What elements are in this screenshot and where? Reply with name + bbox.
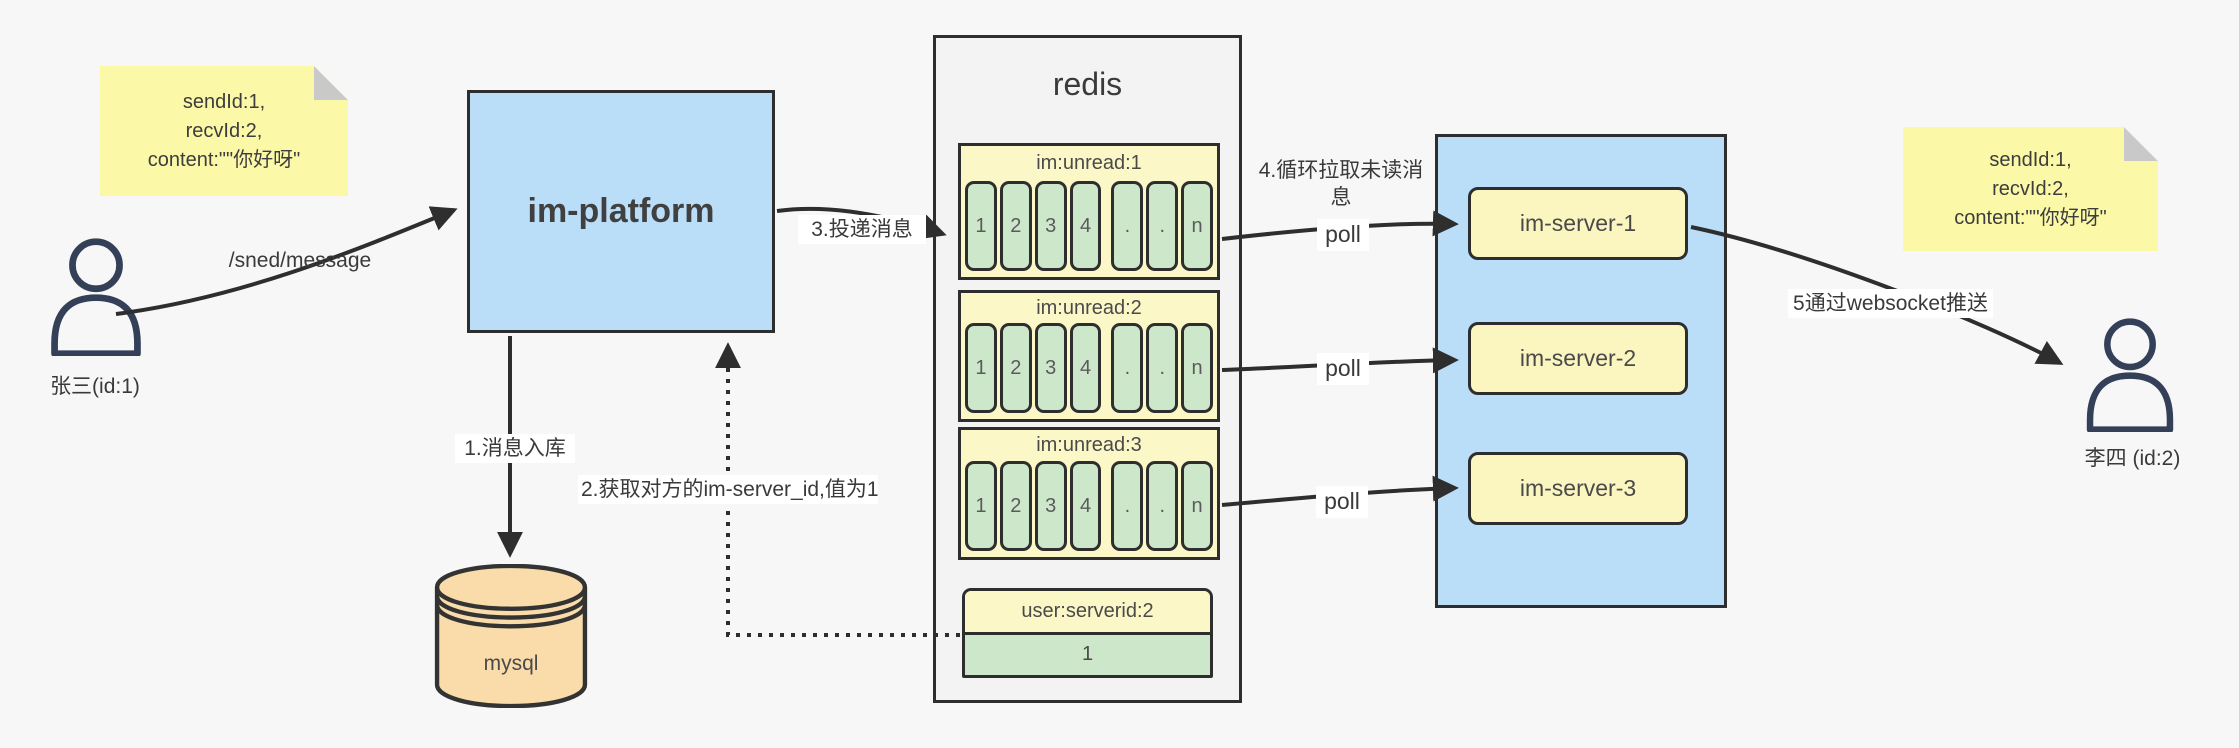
queue-cell: . [1111, 323, 1144, 413]
user-icon [2086, 318, 2174, 432]
im-server-1-box: im-server-1 [1468, 187, 1688, 260]
edge-label-pull: 4.循环拉取未读消 息 [1252, 156, 1430, 213]
edge-label-store: 1.消息入库 [455, 434, 575, 464]
queue-cell: 3 [1034, 323, 1067, 413]
database-icon [434, 564, 588, 708]
queue-cells: 1 2 3 4 . . n [961, 323, 1217, 419]
kv-value: 1 [965, 634, 1210, 675]
kv-user-serverid: user:serverid:2 1 [962, 588, 1213, 678]
queue-cell: 1 [965, 323, 997, 413]
edge-label-poll-1: poll [1317, 219, 1369, 251]
queue-cells: 1 2 3 4 . . n [961, 181, 1217, 277]
note-line: recvId:2, [1992, 177, 2069, 200]
redis-title: redis [1052, 66, 1123, 102]
im-platform-label: im-platform [527, 192, 715, 230]
edge-label-poll-3: poll [1316, 486, 1368, 518]
note-line: sendId:1, [182, 90, 266, 113]
sticky-note-right: sendId:1, recvId:2, content:""你好呀" [1903, 127, 2158, 251]
queue-cell: . [1111, 461, 1144, 551]
note-line: recvId:2, [185, 119, 263, 142]
queue-cell: . [1146, 181, 1179, 271]
im-server-2-label: im-server-2 [1519, 345, 1637, 371]
edge-label-deliver: 3.投递消息 [798, 215, 926, 245]
queue-cell: 2 [999, 181, 1032, 271]
note-line: content:""你好呀" [147, 148, 301, 171]
edge-label-push: 5通过websocket推送 [1788, 289, 1993, 319]
note-line: sendId:1, [1989, 148, 2072, 171]
im-server-1-label: im-server-1 [1519, 210, 1637, 236]
queue-title: im:unread:1 [1036, 152, 1142, 174]
queue-cell: 3 [1034, 181, 1067, 271]
queue-im-unread-1: im:unread:1 1 2 3 4 . . n [958, 143, 1220, 280]
actor-sender-label: 张三(id:1) [50, 375, 140, 398]
queue-cell: 4 [1069, 323, 1102, 413]
im-server-2-box: im-server-2 [1468, 322, 1688, 395]
queue-title: im:unread:2 [1036, 296, 1142, 319]
note-fold-icon [2124, 127, 2158, 161]
note-fold-icon [314, 66, 348, 100]
queue-cell: 2 [999, 461, 1032, 551]
edge-label-poll-2: poll [1317, 353, 1369, 385]
im-platform-box: im-platform [467, 90, 775, 333]
sticky-note-left: sendId:1, recvId:2, content:""你好呀" [100, 66, 348, 196]
user-icon [51, 238, 141, 356]
queue-title: im:unread:3 [1036, 434, 1142, 456]
queue-cell: 3 [1034, 461, 1067, 551]
im-server-3-label: im-server-3 [1519, 475, 1637, 501]
queue-cell: n [1181, 461, 1214, 551]
queue-cell: . [1111, 181, 1144, 271]
queue-cell: n [1181, 181, 1214, 271]
note-line: content:""你好呀" [1954, 206, 2107, 229]
queue-cell: 4 [1069, 461, 1102, 551]
im-server-3-box: im-server-3 [1468, 452, 1688, 525]
kv-key: user:serverid:2 [965, 591, 1210, 635]
edge-label-fetch: 2.获取对方的im-server_id,值为1 [578, 475, 879, 505]
edge-label-pull-line2: 息 [1330, 186, 1352, 210]
queue-im-unread-3: im:unread:3 1 2 3 4 . . n [958, 427, 1220, 560]
queue-im-unread-2: im:unread:2 1 2 3 4 . . n [958, 290, 1220, 422]
edge-label-pull-line1: 4.循环拉取未读消 [1258, 159, 1424, 182]
mysql-label: mysql [483, 652, 539, 675]
queue-cell: . [1146, 323, 1179, 413]
edge-label-send: /sned/message [228, 249, 372, 272]
queue-cell: 1 [965, 181, 997, 271]
queue-cell: 1 [965, 461, 997, 551]
queue-cell: n [1181, 323, 1214, 413]
queue-cell: 4 [1069, 181, 1102, 271]
queue-cell: . [1146, 461, 1179, 551]
queue-cell: 2 [999, 323, 1032, 413]
actor-receiver-label: 李四 (id:2) [2084, 447, 2181, 470]
queue-cells: 1 2 3 4 . . n [961, 461, 1217, 557]
